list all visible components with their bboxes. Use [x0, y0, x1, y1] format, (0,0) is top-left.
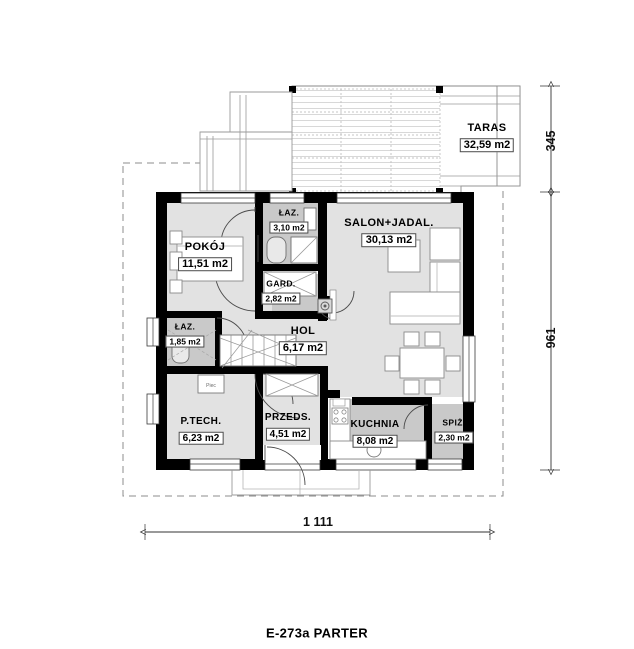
room-area-ptech: 6,23 m2	[178, 431, 224, 445]
dimension-label-961: 961	[544, 327, 558, 349]
room-label-taras: TARAS 32,59 m2	[459, 122, 515, 153]
room-name-taras: TARAS	[467, 122, 507, 135]
room-label-kuchnia: KUCHNIA 8,08 m2	[350, 418, 400, 449]
windows-left-wall	[146, 317, 160, 425]
room-label-ptech: P.TECH. 6,23 m2	[178, 415, 224, 446]
room-label-hol: HOL 6,17 m2	[278, 325, 328, 356]
room-label-gard: GARD. 2,82 m2	[261, 278, 301, 307]
room-area-spiz: 2,30 m2	[434, 431, 474, 444]
room-name-laz-low: ŁAZ.	[174, 321, 196, 332]
room-label-przeds: PRZEDS. 4,51 m2	[264, 411, 312, 442]
property-boundary	[122, 162, 504, 497]
room-name-ptech: P.TECH.	[180, 415, 222, 427]
fixture-washing-machine	[317, 298, 333, 314]
room-name-laz-top: ŁAZ.	[278, 207, 300, 218]
room-label-pokoj: POKÓJ 11,51 m2	[178, 242, 232, 272]
entry-canopy	[199, 91, 293, 192]
furniture-hall-wardrobe	[265, 373, 319, 397]
room-name-przeds: PRZEDS.	[264, 411, 312, 423]
furniture-living-room	[387, 227, 461, 325]
room-area-pokoj: 11,51 m2	[178, 256, 232, 272]
room-area-laz-low: 1,85 m2	[165, 335, 205, 348]
pergola-structure	[289, 86, 443, 195]
room-name-pokoj: POKÓJ	[184, 241, 226, 254]
room-label-spiz: SPIŻ. 2,30 m2	[434, 417, 474, 446]
window-right-wall	[462, 335, 476, 403]
room-name-salon: SALON+JADAL.	[344, 217, 434, 230]
room-label-salon: SALON+JADAL. 30,13 m2	[344, 218, 433, 248]
room-area-hol: 6,17 m2	[278, 340, 328, 356]
furniture-dining-set	[384, 331, 461, 395]
room-area-taras: 32,59 m2	[459, 137, 515, 153]
room-area-przeds: 4,51 m2	[265, 427, 311, 441]
interior-partitions	[167, 203, 432, 460]
room-name-kuchnia: KUCHNIA	[350, 418, 400, 430]
room-area-kuchnia: 8,08 m2	[352, 434, 398, 448]
furniture-wardrobe	[263, 271, 317, 297]
room-label-laz-top: ŁAZ. 3,10 m2	[269, 207, 309, 236]
dimension-label-1111: 1 111	[303, 515, 333, 529]
svg-text:Piec: Piec	[206, 383, 216, 389]
room-label-laz-low: ŁAZ. 1,85 m2	[165, 321, 205, 350]
room-area-gard: 2,82 m2	[261, 292, 301, 305]
room-area-laz-top: 3,10 m2	[269, 221, 309, 234]
room-area-salon: 30,13 m2	[361, 232, 417, 248]
room-name-spiz: SPIŻ.	[442, 417, 466, 428]
room-name-gard: GARD.	[266, 278, 296, 289]
room-name-hol: HOL	[290, 325, 316, 338]
furniture-boiler: Piec	[197, 374, 225, 394]
page-title: E-273a PARTER	[266, 625, 368, 641]
windows-top-wall	[180, 192, 452, 204]
dimension-label-345: 345	[544, 130, 558, 152]
dimension-lines	[139, 80, 560, 540]
entrance-steps	[231, 470, 371, 496]
